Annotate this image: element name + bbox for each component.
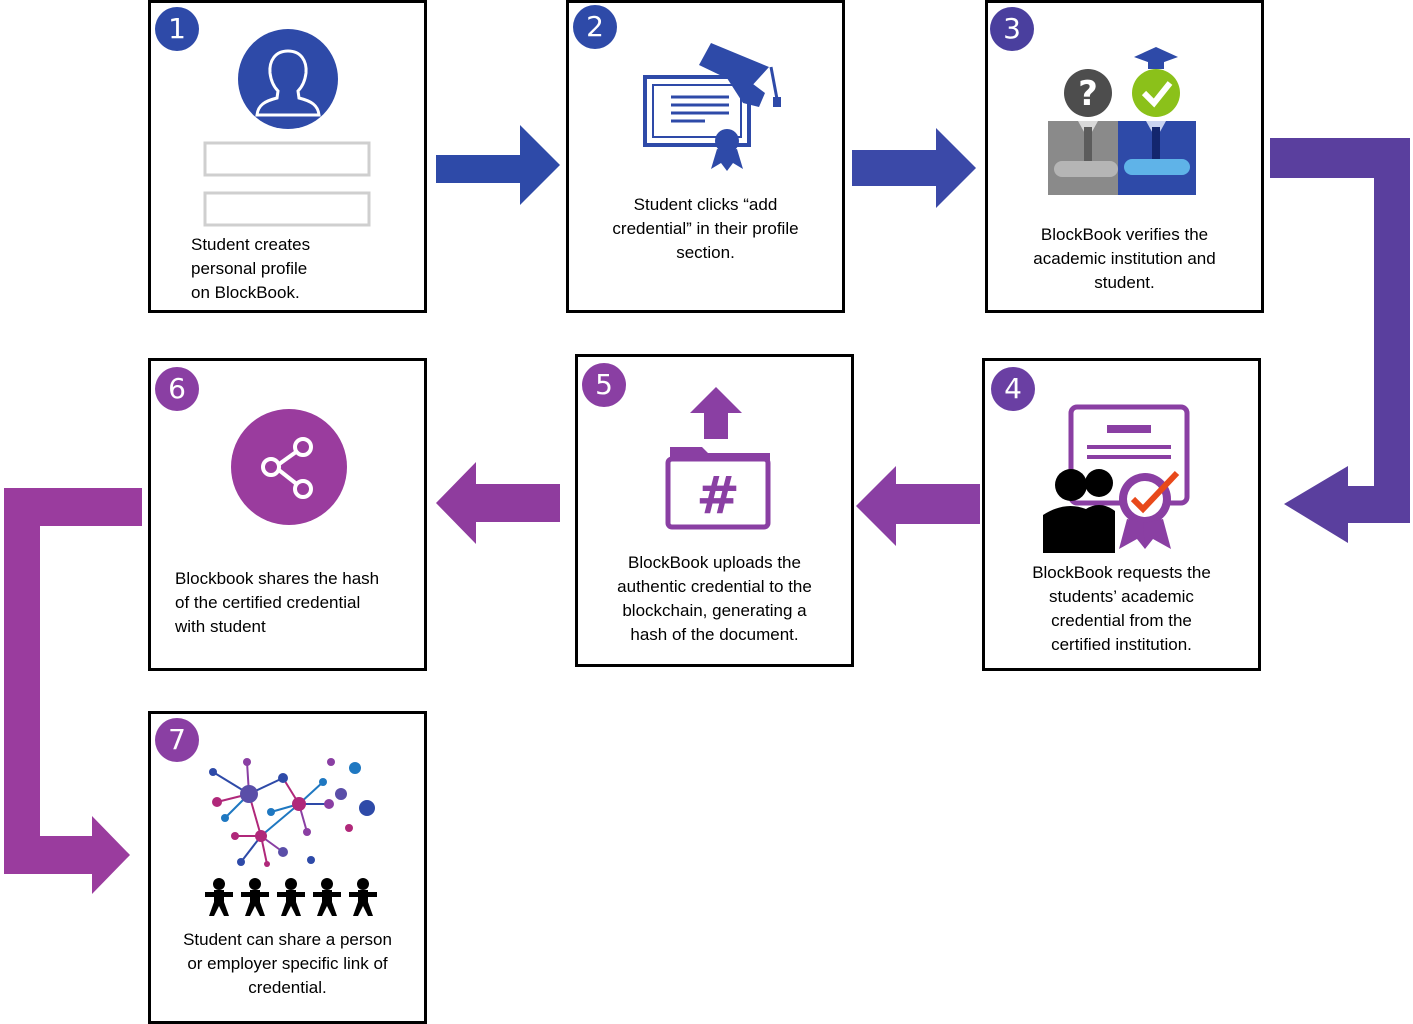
step-2-box: 2 Student clicks “add credential” in the…: [566, 0, 845, 313]
step-number-badge: 6: [155, 367, 199, 411]
step-5-text: BlockBook uploads the authentic credenti…: [617, 553, 812, 644]
certified-credential-request-icon: [1043, 404, 1190, 553]
svg-text:#: #: [696, 466, 740, 526]
step-3-box: 3 ? BlockBook verifies the academic inst…: [985, 0, 1264, 313]
step-number-badge: 5: [582, 363, 626, 407]
step-7-caption: Student can share a person or employer s…: [151, 928, 424, 1000]
step-number-badge: 2: [573, 5, 617, 49]
step-number-badge: 1: [155, 7, 199, 51]
arrow-step1-to-step2: [436, 125, 560, 205]
share-icon: [231, 409, 347, 525]
arrow-step3-to-step4: [1270, 138, 1410, 543]
arrow-step2-to-step3: [852, 128, 976, 208]
step-number-badge: 3: [990, 7, 1034, 51]
step-2-caption: Student clicks “add credential” in their…: [569, 193, 842, 265]
step-7-box: 7: [148, 711, 427, 1024]
step-7-text: Student can share a person or employer s…: [183, 930, 392, 997]
step-number-badge: 4: [991, 367, 1035, 411]
arrow-step4-to-step5: [856, 466, 980, 546]
step-1-text: Student creates personal profile on Bloc…: [191, 235, 311, 302]
network-people-icon: [205, 758, 377, 916]
step-2-text: Student clicks “add credential” in their…: [612, 195, 799, 262]
user-profile-icon: [203, 29, 371, 227]
arrow-step6-to-step7: [4, 488, 142, 894]
step-4-caption: BlockBook requests the students’ academi…: [985, 561, 1258, 657]
step-6-box: 6 Blockbook shares the hash of the certi…: [148, 358, 427, 671]
step-3-caption: BlockBook verifies the academic institut…: [988, 223, 1261, 295]
step-5-caption: BlockBook uploads the authentic credenti…: [578, 551, 851, 647]
svg-text:?: ?: [1078, 74, 1098, 114]
certificate-graduation-icon: [643, 43, 781, 171]
step-number-badge: 7: [155, 718, 199, 762]
step-6-text: Blockbook shares the hash of the certifi…: [175, 569, 380, 636]
step-4-box: 4 BlockBook requests the students’ acade…: [982, 358, 1261, 671]
verify-graduates-icon: ?: [1048, 47, 1196, 195]
step-4-text: BlockBook requests the students’ academi…: [1032, 563, 1211, 654]
step-6-caption: Blockbook shares the hash of the certifi…: [175, 567, 424, 639]
arrow-step5-to-step6: [436, 462, 560, 544]
step-1-box: 1 Student creates personal profile on Bl…: [148, 0, 427, 313]
step-3-text: BlockBook verifies the academic institut…: [1033, 225, 1216, 292]
step-1-caption: Student creates personal profile on Bloc…: [191, 233, 310, 305]
step-5-box: 5 # BlockBook uploads the authentic cred…: [575, 354, 854, 667]
upload-hash-icon: #: [665, 387, 771, 530]
